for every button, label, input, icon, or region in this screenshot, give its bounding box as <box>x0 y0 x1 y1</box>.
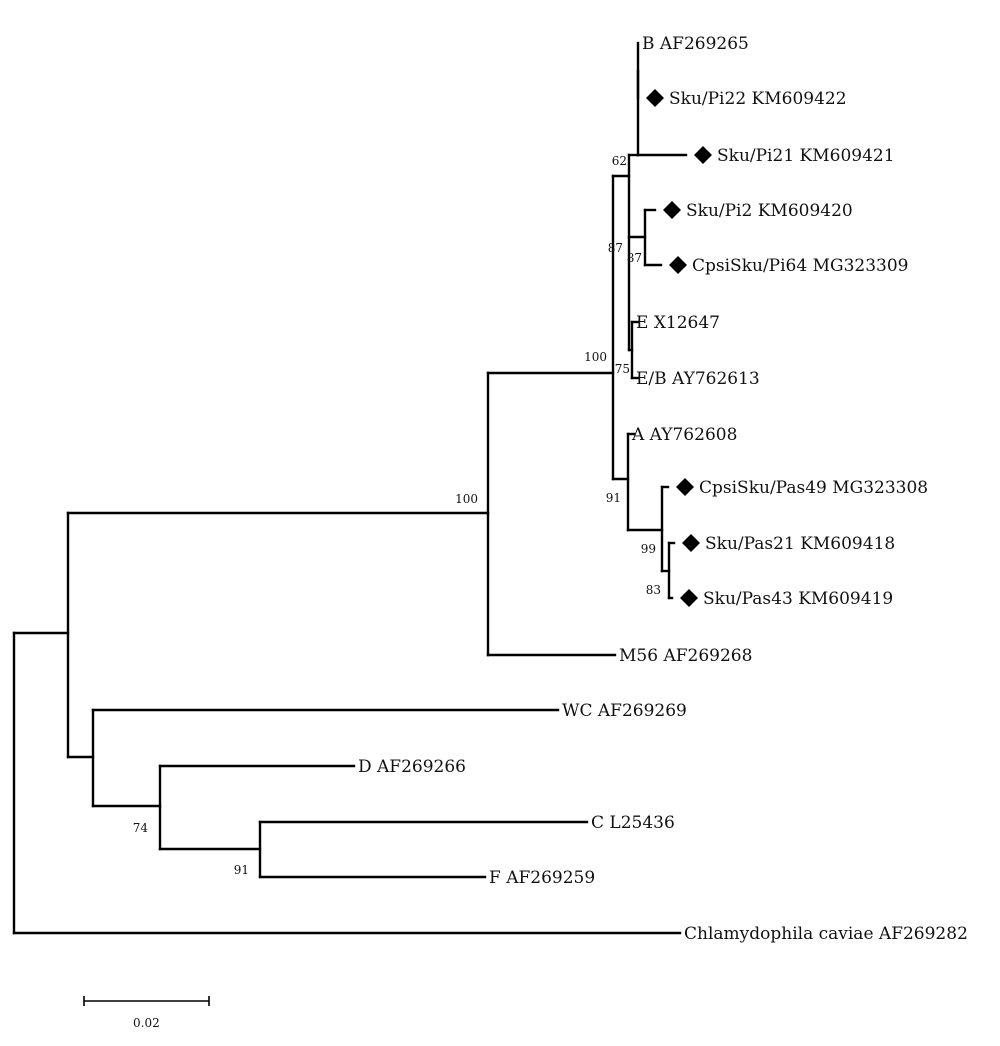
leaf-label: Sku/Pi22 KM609422 <box>669 89 847 109</box>
bootstrap-value: 83 <box>646 583 661 597</box>
scale-bar: 0.02 <box>83 996 210 1030</box>
leaf-label: M56 AF269268 <box>619 646 752 666</box>
leaf-label: B AF269265 <box>642 34 749 54</box>
diamond-marker-icon <box>646 89 664 107</box>
diamond-marker-icon <box>669 256 687 274</box>
tree-branches <box>12 41 688 935</box>
diamond-marker-icon <box>676 478 694 496</box>
leaf-label: Sku/Pas21 KM609418 <box>705 534 895 554</box>
bootstrap-value: 62 <box>612 154 627 168</box>
bootstrap-value: 74 <box>133 821 149 835</box>
bootstrap-value: 100 <box>584 350 607 364</box>
diamond-marker-icon <box>663 201 681 219</box>
leaf-label: Chlamydophila caviae AF269282 <box>684 924 968 944</box>
diamond-marker-icon <box>694 146 712 164</box>
leaf-label: CpsiSku/Pi64 MG323309 <box>692 256 908 276</box>
support-values: 62 87 87 75 100 91 99 83 100 74 91 <box>133 154 661 877</box>
bootstrap-value: 91 <box>234 863 249 877</box>
leaf-label: A AY762608 <box>631 425 737 445</box>
leaf-label: D AF269266 <box>358 757 466 777</box>
leaf-label: Sku/Pi21 KM609421 <box>717 146 895 166</box>
scale-bar-label: 0.02 <box>133 1016 160 1030</box>
leaf-markers <box>646 89 712 607</box>
bootstrap-value: 100 <box>455 492 478 506</box>
leaf-label: E/B AY762613 <box>636 369 760 389</box>
diamond-marker-icon <box>680 589 698 607</box>
diamond-marker-icon <box>682 534 700 552</box>
leaf-label: Sku/Pi2 KM609420 <box>686 201 853 221</box>
leaf-label: C L25436 <box>591 813 675 833</box>
leaf-label: F AF269259 <box>489 868 595 888</box>
leaf-label: E X12647 <box>636 313 720 333</box>
leaf-label: CpsiSku/Pas49 MG323308 <box>699 478 928 498</box>
bootstrap-value: 99 <box>641 542 656 556</box>
bootstrap-value: 87 <box>608 241 623 255</box>
bootstrap-value: 87 <box>627 251 642 265</box>
bootstrap-value: 75 <box>615 362 630 376</box>
bootstrap-value: 91 <box>606 491 621 505</box>
leaf-label: WC AF269269 <box>562 701 687 721</box>
leaf-label: Sku/Pas43 KM609419 <box>703 589 893 609</box>
